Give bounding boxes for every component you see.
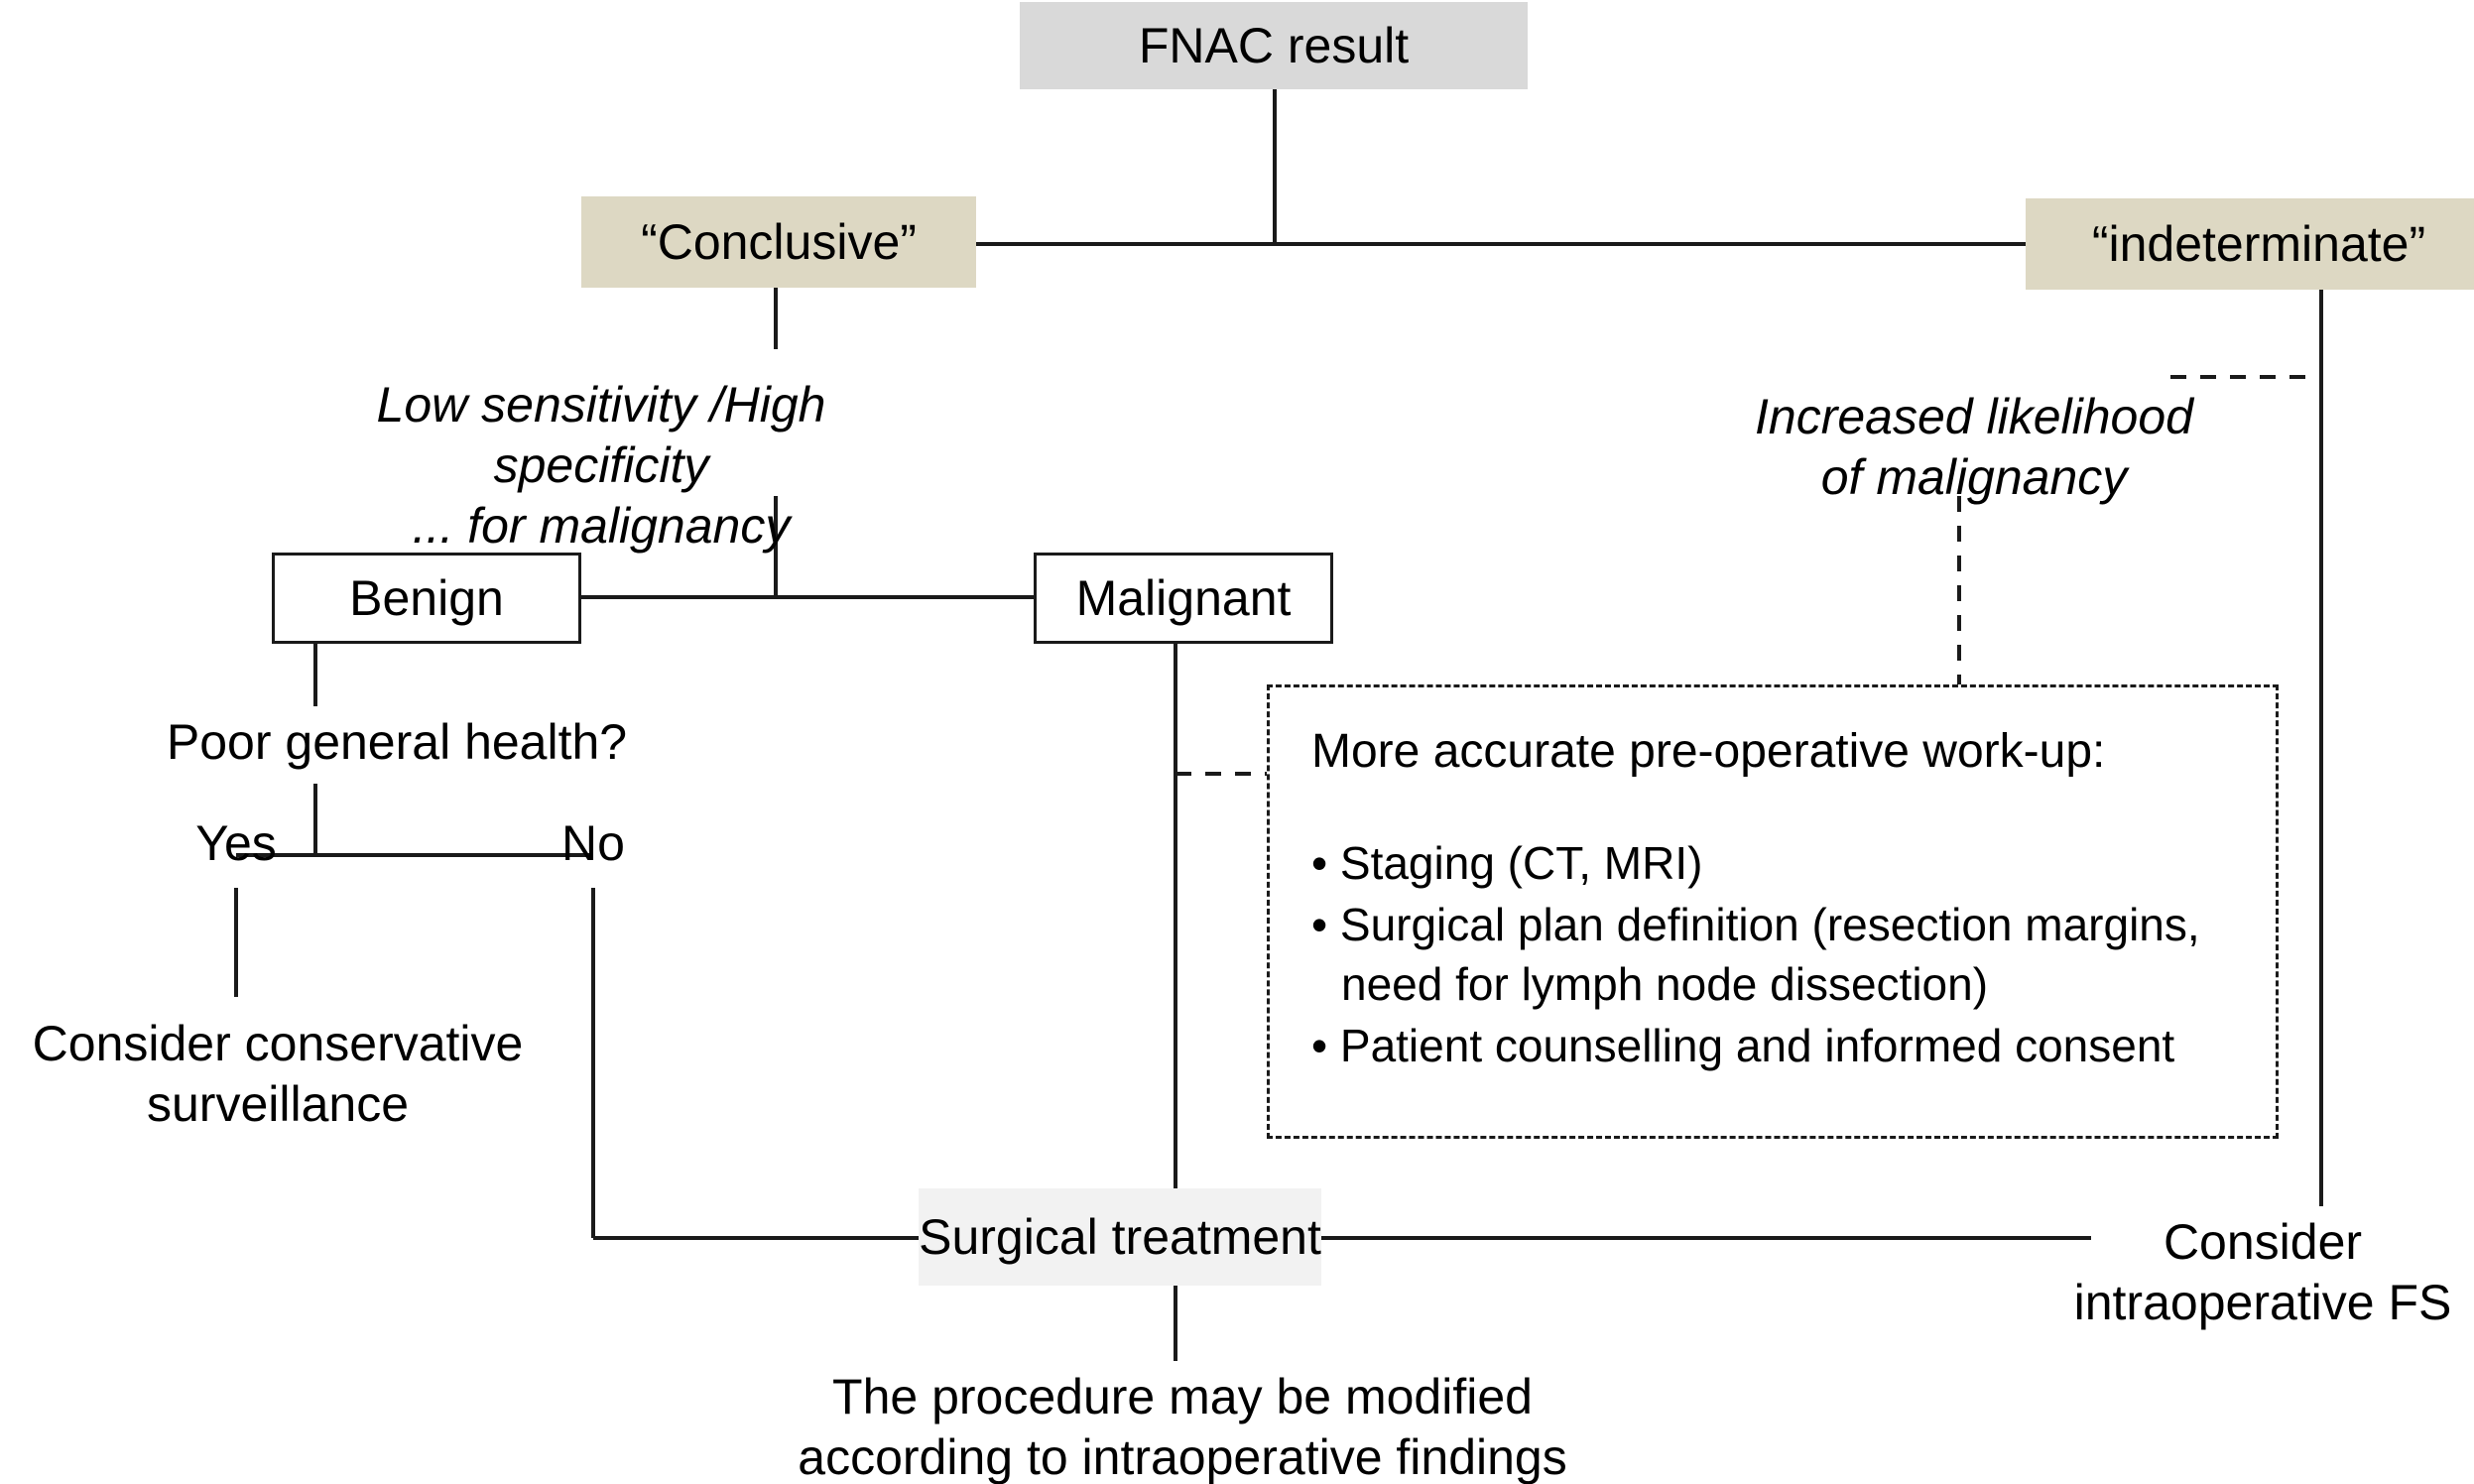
branch-label-no: No: [561, 815, 625, 871]
workup-heading: More accurate pre-operative work-up:: [1311, 725, 2106, 778]
node-indeterminate-label: “indeterminate”: [2091, 216, 2426, 272]
workup-item-counselling: Patient counselling and informed consent: [1311, 1017, 2248, 1076]
node-surgical-treatment[interactable]: Surgical treatment: [919, 1188, 1321, 1286]
node-indeterminate[interactable]: “indeterminate”: [2026, 198, 2474, 290]
node-fnac-result-label: FNAC result: [1138, 18, 1410, 73]
node-malignant-label: Malignant: [1075, 570, 1292, 626]
workup-item-staging: Staging (CT, MRI): [1311, 834, 2248, 894]
node-surgical-treatment-label: Surgical treatment: [919, 1209, 1321, 1265]
annotation-procedure-modified: The procedure may be modified according …: [798, 1369, 1567, 1484]
workup-item-surgical-plan: Surgical plan definition (resection marg…: [1311, 896, 2248, 1015]
node-fnac-result[interactable]: FNAC result: [1020, 2, 1528, 89]
workup-panel: More accurate pre-operative work-up: Sta…: [1267, 684, 2279, 1139]
branch-label-yes: Yes: [195, 815, 277, 871]
annotation-increased-likelihood: Increased likelihood of malignancy: [1755, 389, 2193, 505]
node-conclusive[interactable]: “Conclusive”: [581, 196, 976, 288]
workup-list: Staging (CT, MRI) Surgical plan definiti…: [1311, 834, 2248, 1075]
node-conclusive-label: “Conclusive”: [641, 214, 917, 270]
node-benign[interactable]: Benign: [272, 553, 581, 644]
node-malignant[interactable]: Malignant: [1034, 553, 1333, 644]
outcome-consider-conservative-surveillance: Consider conservative surveillance: [32, 1016, 524, 1132]
outcome-consider-intraoperative-fs: Consider intraoperative FS: [2073, 1214, 2452, 1330]
annotation-low-sensitivity: Low sensitivity /High specificity ... fo…: [376, 377, 826, 554]
node-benign-label: Benign: [349, 570, 504, 626]
annotation-poor-general-health: Poor general health?: [166, 714, 628, 770]
